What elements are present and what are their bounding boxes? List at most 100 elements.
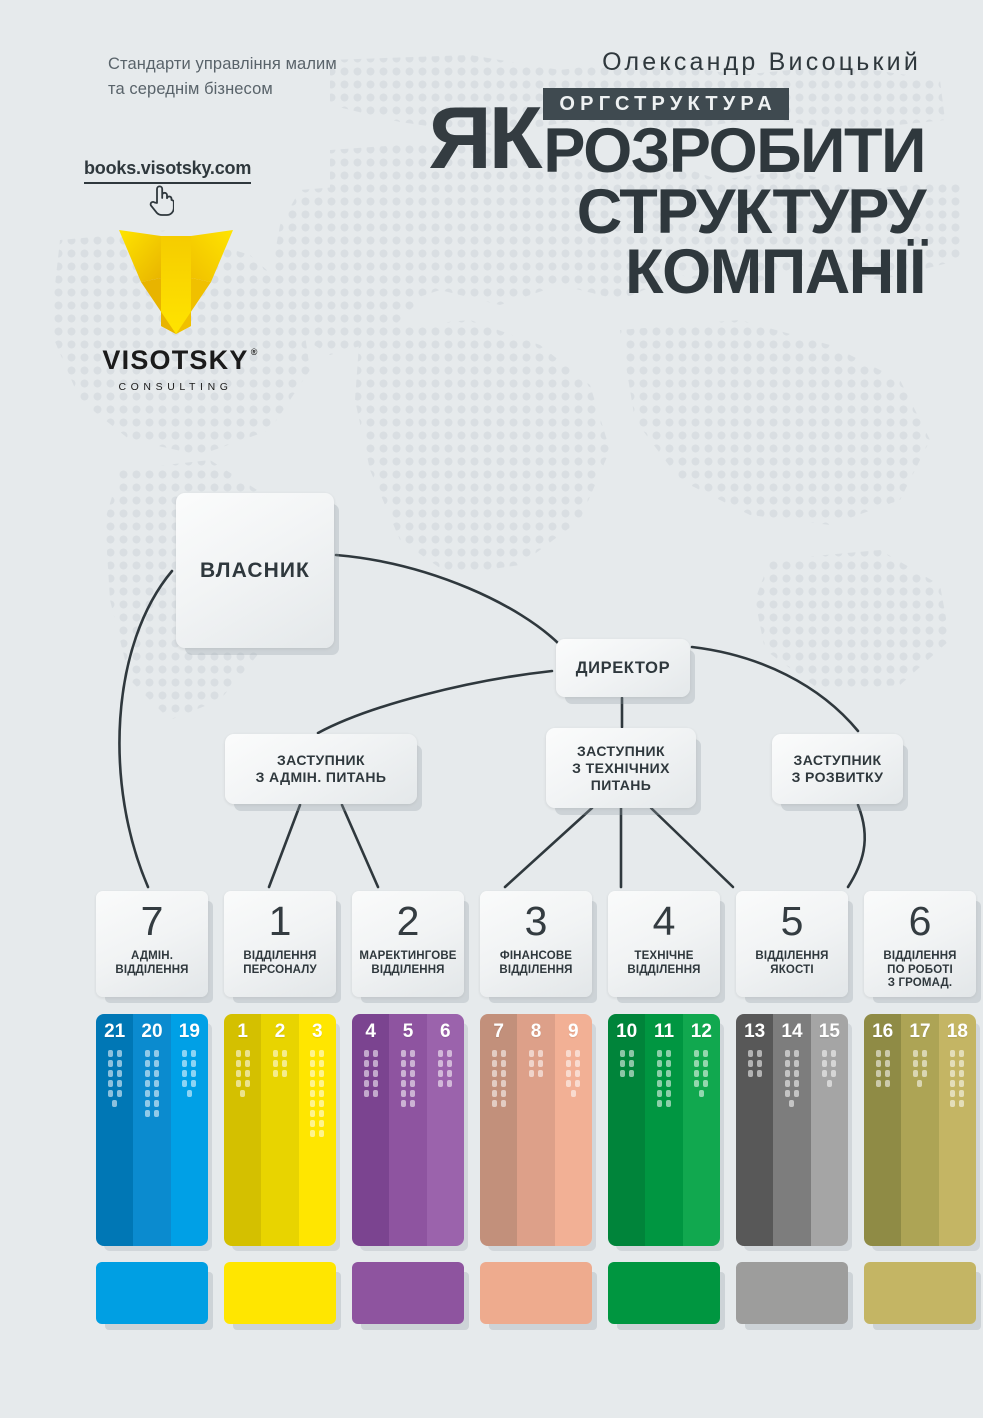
color-swatch[interactable] bbox=[864, 1262, 976, 1324]
color-swatch[interactable] bbox=[96, 1262, 208, 1324]
post-dot bbox=[831, 1060, 837, 1067]
post-dot bbox=[319, 1100, 325, 1107]
post-dot bbox=[500, 1070, 506, 1077]
post-dot bbox=[575, 1070, 581, 1077]
post-column[interactable]: 3 bbox=[298, 1014, 336, 1246]
post-column[interactable]: 11 bbox=[645, 1014, 683, 1246]
post-dot bbox=[566, 1050, 572, 1057]
post-column[interactable]: 13 bbox=[736, 1014, 774, 1246]
post-column[interactable]: 5 bbox=[389, 1014, 427, 1246]
post-column[interactable]: 18 bbox=[938, 1014, 976, 1246]
post-column[interactable]: 19 bbox=[170, 1014, 208, 1246]
post-dot bbox=[747, 1060, 753, 1067]
post-dot bbox=[400, 1070, 406, 1077]
post-column[interactable]: 4 bbox=[352, 1014, 390, 1246]
post-column[interactable]: 2 bbox=[261, 1014, 299, 1246]
post-dot bbox=[694, 1080, 700, 1087]
post-dot bbox=[537, 1070, 543, 1077]
deputy-admin-line1: ЗАСТУПНИК bbox=[277, 752, 365, 768]
title-line-3: КОМПАНІЇ bbox=[625, 237, 926, 308]
post-dot bbox=[144, 1080, 150, 1087]
post-dot-group bbox=[656, 1050, 671, 1107]
post-column[interactable]: 7 bbox=[480, 1014, 518, 1246]
post-column[interactable]: 15 bbox=[810, 1014, 848, 1246]
post-dot bbox=[438, 1080, 444, 1087]
post-dot bbox=[107, 1080, 113, 1087]
post-column[interactable]: 16 bbox=[864, 1014, 902, 1246]
post-dot bbox=[884, 1060, 890, 1067]
color-swatch[interactable] bbox=[736, 1262, 848, 1324]
post-column[interactable]: 17 bbox=[901, 1014, 939, 1246]
logo-name-text: VISOTSKY bbox=[102, 345, 249, 375]
post-column[interactable]: 8 bbox=[517, 1014, 555, 1246]
post-column[interactable]: 20 bbox=[133, 1014, 171, 1246]
color-swatch[interactable] bbox=[224, 1262, 336, 1324]
division-number: 5 bbox=[780, 898, 804, 944]
node-deputy-admin[interactable]: ЗАСТУПНИК З АДМІН. ПИТАНЬ bbox=[225, 734, 417, 804]
post-dot bbox=[959, 1100, 965, 1107]
post-dot bbox=[884, 1050, 890, 1057]
post-dot bbox=[950, 1070, 956, 1077]
post-dot bbox=[619, 1060, 625, 1067]
post-column[interactable]: 6 bbox=[426, 1014, 464, 1246]
post-dot bbox=[491, 1050, 497, 1057]
post-dot bbox=[822, 1060, 828, 1067]
post-column[interactable]: 14 bbox=[773, 1014, 811, 1246]
post-dot bbox=[107, 1050, 113, 1057]
post-column[interactable]: 9 bbox=[554, 1014, 592, 1246]
post-dot bbox=[319, 1080, 325, 1087]
node-deputy-technical[interactable]: ЗАСТУПНИК З ТЕХНІЧНИХ ПИТАНЬ bbox=[546, 728, 696, 808]
post-dot bbox=[319, 1130, 325, 1137]
post-dot bbox=[756, 1060, 762, 1067]
post-dot bbox=[409, 1080, 415, 1087]
post-dot bbox=[959, 1090, 965, 1097]
node-director-label: ДИРЕКТОР bbox=[575, 658, 671, 677]
post-dot bbox=[665, 1070, 671, 1077]
post-dot bbox=[409, 1050, 415, 1057]
color-swatch[interactable] bbox=[480, 1262, 592, 1324]
post-dot bbox=[409, 1070, 415, 1077]
color-swatch[interactable] bbox=[608, 1262, 720, 1324]
post-column[interactable]: 1 bbox=[224, 1014, 262, 1246]
post-dot bbox=[182, 1070, 188, 1077]
post-dot bbox=[917, 1080, 923, 1087]
post-dot bbox=[656, 1100, 662, 1107]
node-director[interactable]: ДИРЕКТОР bbox=[556, 639, 690, 697]
post-dot-group bbox=[528, 1050, 543, 1077]
node-owner[interactable]: ВЛАСНИК bbox=[176, 493, 334, 648]
post-dot bbox=[153, 1050, 159, 1057]
post-column[interactable]: 12 bbox=[682, 1014, 720, 1246]
post-number: 5 bbox=[402, 1021, 414, 1042]
post-dot bbox=[244, 1050, 250, 1057]
post-column[interactable]: 10 bbox=[608, 1014, 646, 1246]
post-dot bbox=[959, 1060, 965, 1067]
post-dot bbox=[116, 1080, 122, 1087]
post-column[interactable]: 21 bbox=[96, 1014, 134, 1246]
post-dot bbox=[363, 1050, 369, 1057]
deputy-technical-line2: З ТЕХНІЧНИХ bbox=[572, 759, 670, 776]
site-url-link[interactable]: books.visotsky.com bbox=[84, 158, 251, 184]
post-dot bbox=[793, 1060, 799, 1067]
post-dot bbox=[244, 1060, 250, 1067]
post-number: 1 bbox=[237, 1021, 248, 1042]
node-deputy-development[interactable]: ЗАСТУПНИК З РОЗВИТКУ bbox=[772, 734, 903, 804]
color-swatch[interactable] bbox=[352, 1262, 464, 1324]
post-dot-group bbox=[747, 1050, 762, 1077]
post-dot bbox=[191, 1070, 197, 1077]
post-dot bbox=[528, 1050, 534, 1057]
